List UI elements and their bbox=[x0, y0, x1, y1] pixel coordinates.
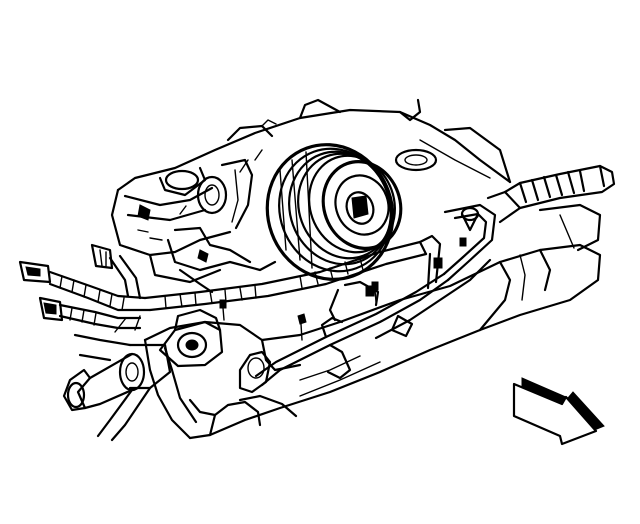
front-direction-arrow-icon bbox=[512, 377, 605, 446]
fasteners bbox=[219, 237, 467, 341]
steering-rack-right bbox=[460, 164, 616, 252]
intake-manifold bbox=[110, 158, 277, 284]
wiring-harness bbox=[18, 234, 443, 330]
engine-block-upper bbox=[116, 98, 512, 192]
left-mount bbox=[62, 308, 224, 442]
crankshaft-pulley bbox=[265, 143, 403, 281]
